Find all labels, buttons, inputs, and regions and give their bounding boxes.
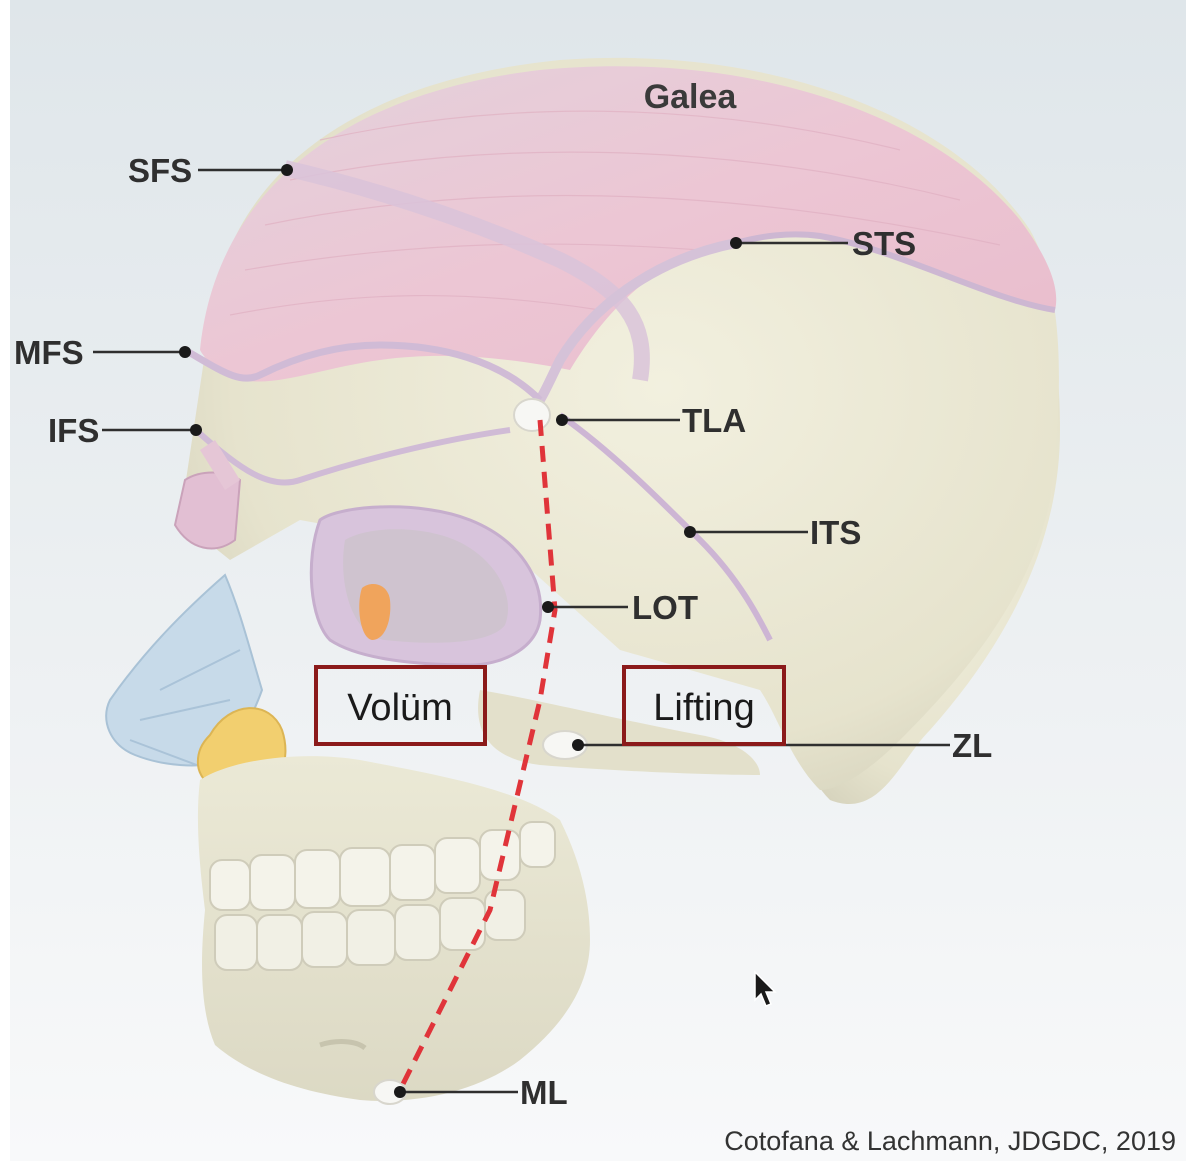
- label-mfs: MFS: [14, 334, 84, 371]
- label-ifs: IFS: [48, 412, 99, 449]
- label-zl: ZL: [952, 727, 992, 764]
- title-galea: Galea: [644, 78, 738, 116]
- label-tla: TLA: [682, 402, 746, 439]
- left-margin: [0, 0, 10, 1161]
- temporal-ligamentous-adhesion-nodule: [514, 399, 550, 431]
- lifting-box-label: Lifting: [653, 687, 754, 729]
- label-sfs: SFS: [128, 152, 192, 189]
- label-ml: ML: [520, 1074, 568, 1111]
- label-its: ITS: [810, 514, 861, 551]
- volume-box-label: Volüm: [347, 687, 453, 729]
- label-sts: STS: [852, 225, 916, 262]
- label-lot: LOT: [632, 589, 698, 626]
- citation: Cotofana & Lachmann, JDGDC, 2019: [724, 1126, 1176, 1156]
